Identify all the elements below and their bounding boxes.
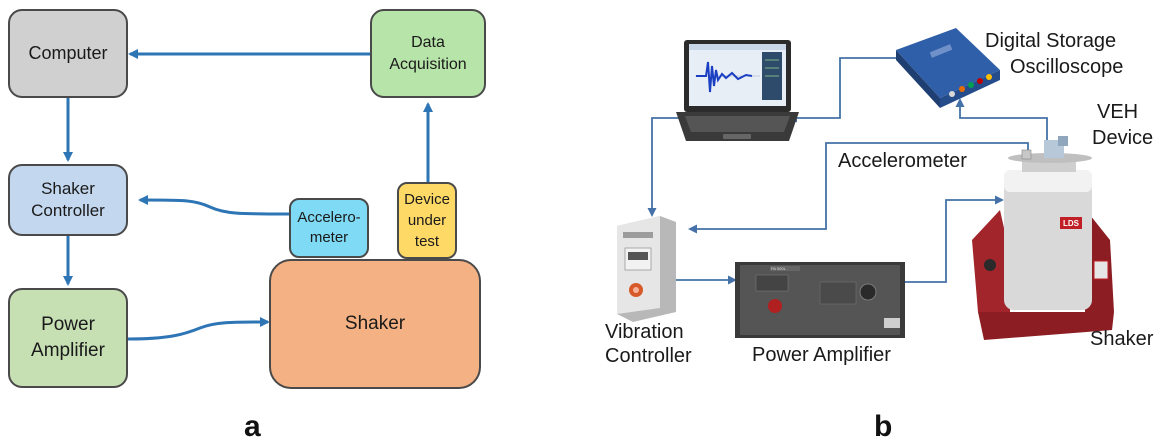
power-amplifier-box: Power Amplifier	[8, 288, 128, 388]
oscilloscope-label-2: Oscilloscope	[1010, 56, 1124, 78]
vibration-controller-label-1: Vibration	[605, 321, 684, 343]
computer-box: Computer	[8, 9, 128, 98]
oscilloscope-label-1: Digital Storage	[985, 30, 1117, 52]
shaker-controller-label-1: Shaker	[41, 179, 95, 198]
vibration-controller-illustration	[617, 216, 676, 322]
accelerometer-label-2: meter	[309, 229, 349, 246]
arrow-accelerometer-to-controller	[138, 195, 290, 216]
vibration-controller-label-2: Controller	[605, 345, 692, 367]
device-label-2: under	[407, 212, 447, 229]
computer-label: Computer	[28, 43, 108, 63]
wire-veh-to-oscilloscope	[955, 98, 1048, 148]
data-acquisition-label-2: Acquisition	[389, 55, 467, 73]
shaker-label-b: Shaker	[1090, 328, 1154, 350]
accelerometer-label: Accelerometer	[838, 150, 967, 172]
shaker-controller-label-2: Controller	[31, 201, 105, 220]
device-label-1: Device	[404, 191, 450, 208]
amplifier-model-text: PA 500L	[771, 266, 787, 271]
shaker-illustration: LDS	[972, 136, 1114, 340]
laptop-illustration	[676, 40, 799, 141]
wire-amplifier-to-shaker	[905, 195, 1004, 283]
shaker-brand-text: LDS	[1063, 219, 1080, 228]
power-amplifier-label: Power Amplifier	[752, 344, 891, 366]
arrow-amplifier-to-shaker	[127, 317, 270, 341]
accelerometer-box: Accelero- meter	[289, 198, 369, 258]
accelerometer-label-1: Accelero-	[297, 209, 361, 226]
device-label-3: test	[414, 233, 440, 250]
panel-a-letter: a	[244, 410, 261, 443]
wire-laptop-to-controller	[647, 117, 685, 217]
shaker-controller-box: Shaker Controller	[8, 164, 128, 236]
data-acquisition-box: Data Acquisition	[370, 9, 486, 98]
panel-b-letter: b	[874, 410, 893, 443]
wire-oscilloscope-to-laptop	[788, 57, 898, 123]
data-acquisition-label-1: Data	[411, 33, 445, 51]
wire-accelerometer-to-controller	[688, 142, 1029, 234]
device-under-test-box: Device under test	[397, 182, 457, 259]
shaker-box: Shaker	[269, 259, 481, 389]
power-amplifier-illustration: PA 500L	[735, 262, 905, 338]
veh-label-2: Device	[1092, 127, 1154, 149]
veh-label-1: VEH	[1097, 101, 1139, 123]
power-amplifier-label-1: Power	[41, 314, 95, 335]
shaker-label: Shaker	[344, 313, 406, 334]
oscilloscope-illustration	[896, 28, 1000, 108]
power-amplifier-label-2: Amplifier	[31, 340, 105, 361]
